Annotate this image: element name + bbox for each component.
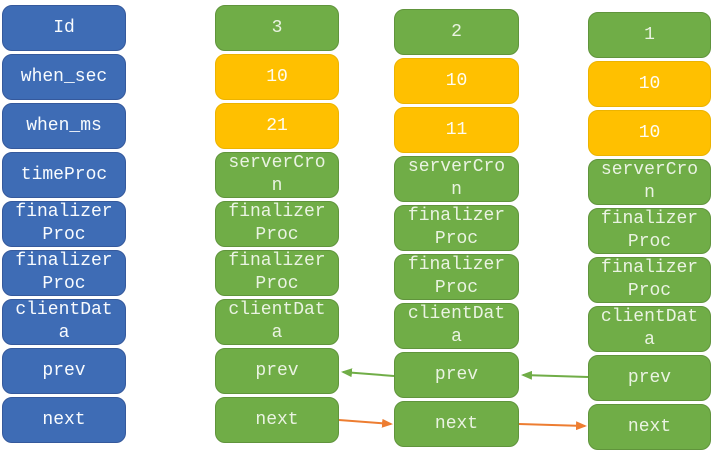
node3-finalizerproc-cell-2: finalizerProc [215,250,339,296]
node1-finalizerproc-value-2: finalizerProc [600,258,699,301]
struct-finalizerproc-label-2: finalizerProc [15,251,113,294]
next-arrow-node3-to-node2 [338,418,393,428]
node2-clientdata-cell: clientData [394,303,519,349]
node1-when-sec-value: 10 [638,73,661,94]
node1-clientdata-cell: clientData [588,306,711,352]
node1-id-cell: 1 [588,12,711,58]
node1-when-sec-cell: 10 [588,61,711,107]
node1-finalizerproc-cell-2: finalizerProc [588,257,711,303]
node1-when-ms-value: 10 [638,122,661,143]
struct-prev-label: prev [42,360,86,381]
struct-timeproc-label: timeProc [20,164,108,185]
node2-timeproc-cell: serverCron [394,156,519,202]
node1-timeproc-cell: serverCron [588,159,711,205]
struct-clientdata-cell: clientData [2,299,126,345]
node1-timeproc-value: serverCron [600,160,699,203]
node3-when-ms-cell: 21 [215,103,339,149]
node1-when-ms-cell: 10 [588,110,711,156]
node2-when-sec-cell: 10 [394,58,519,104]
node2-prev-value: prev [434,364,479,385]
node3-prev-cell: prev [215,348,339,394]
prev-arrow-node2-to-node3 [341,368,395,378]
struct-next-label: next [42,409,86,430]
node2-id-cell: 2 [394,9,519,55]
node2-when-sec-value: 10 [445,70,468,91]
node2-when-ms-cell: 11 [394,107,519,153]
node2-finalizerproc-cell-1: finalizerProc [394,205,519,251]
node2-when-ms-value: 11 [445,119,468,140]
node3-timeproc-cell: serverCron [215,152,339,198]
struct-next-cell: next [2,397,126,443]
struct-finalizerproc-cell-1: finalizerProc [2,201,126,247]
node1-finalizerproc-value-1: finalizerProc [600,209,699,252]
prev-arrow-node1-to-node2 [521,370,589,380]
struct-when-sec-cell: when_sec [2,54,126,100]
node2-finalizerproc-value-1: finalizerProc [407,206,506,249]
node3-next-cell: next [215,397,339,443]
node1-id-value: 1 [644,24,655,45]
node3-clientdata-value: clientData [228,300,326,343]
node1-prev-value: prev [627,367,672,388]
node2-prev-cell: prev [394,352,519,398]
node3-prev-value: prev [255,360,299,381]
node3-finalizerproc-value-1: finalizerProc [228,202,326,245]
node2-clientdata-value: clientData [407,304,506,347]
node3-finalizerproc-value-2: finalizerProc [228,251,326,294]
node3-when-ms-value: 21 [266,115,288,136]
timer-node-2-column: 2 10 11 serverCron finalizerProc finaliz… [394,9,519,447]
struct-when-sec-label: when_sec [20,66,108,87]
timer-node-1-column: 1 10 10 serverCron finalizerProc finaliz… [588,12,711,450]
node1-next-value: next [627,416,672,437]
node2-finalizerproc-value-2: finalizerProc [407,255,506,298]
node3-next-value: next [255,409,299,430]
node3-finalizerproc-cell-1: finalizerProc [215,201,339,247]
struct-fields-column: Id when_sec when_ms timeProc finalizerPr… [2,5,126,443]
struct-when-ms-cell: when_ms [2,103,126,149]
node1-prev-cell: prev [588,355,711,401]
node3-when-sec-value: 10 [266,66,288,87]
node1-finalizerproc-cell-1: finalizerProc [588,208,711,254]
struct-clientdata-label: clientData [15,300,113,343]
node2-next-cell: next [394,401,519,447]
node1-next-cell: next [588,404,711,450]
struct-id-label: Id [53,17,75,38]
struct-when-ms-label: when_ms [26,115,102,136]
node2-finalizerproc-cell-2: finalizerProc [394,254,519,300]
node2-timeproc-value: serverCron [407,157,506,200]
node3-timeproc-value: serverCron [228,153,326,196]
struct-finalizerproc-cell-2: finalizerProc [2,250,126,296]
struct-timeproc-cell: timeProc [2,152,126,198]
next-arrow-node2-to-node1 [518,421,587,431]
timer-node-3-column: 3 10 21 serverCron finalizerProc finaliz… [215,5,339,443]
struct-prev-cell: prev [2,348,126,394]
node2-id-value: 2 [451,21,462,42]
node3-when-sec-cell: 10 [215,54,339,100]
node3-id-cell: 3 [215,5,339,51]
struct-id-cell: Id [2,5,126,51]
node1-clientdata-value: clientData [600,307,699,350]
node3-clientdata-cell: clientData [215,299,339,345]
node3-id-value: 3 [271,17,283,38]
struct-finalizerproc-label-1: finalizerProc [15,202,113,245]
node2-next-value: next [434,413,479,434]
